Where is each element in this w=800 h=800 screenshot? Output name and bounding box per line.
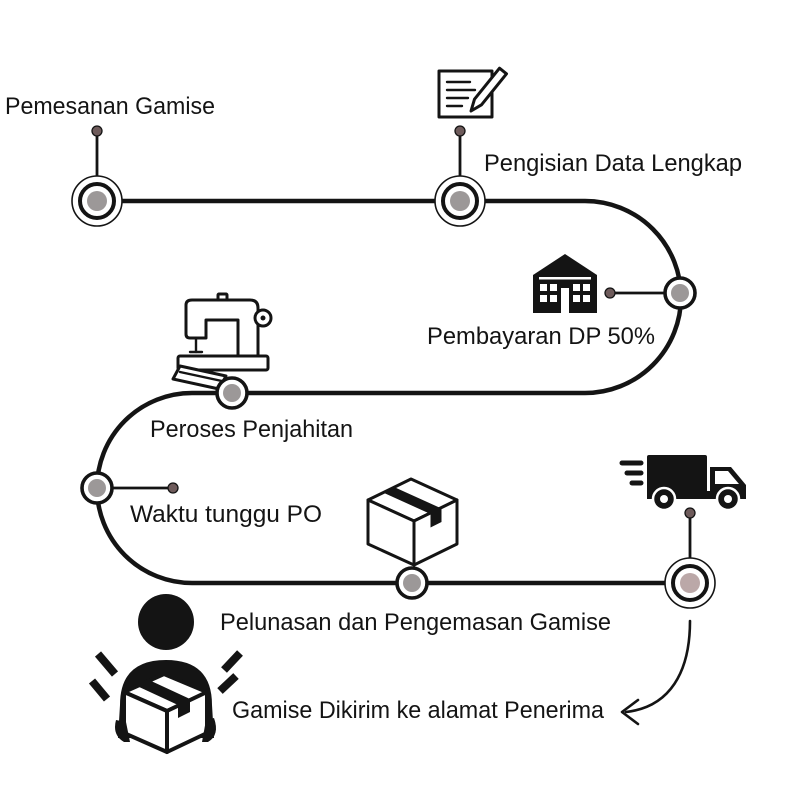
box-right-face [412,498,459,567]
step-label-pembayaran-dp: Pembayaran DP 50% [427,323,655,350]
motion-line [88,678,111,702]
pin-head [454,125,466,137]
step-marker-3 [663,276,697,310]
pin-head [91,125,103,137]
truck-wheel-hub [724,495,732,503]
warehouse-window [540,295,547,302]
motion-line [94,651,119,677]
box-tape-front [430,508,442,528]
box-tape-top [383,487,442,514]
carried-box-tape-front [178,699,190,718]
warehouse-icon [533,254,597,313]
motion-line [217,673,239,694]
sewing-machine-icon [171,292,273,391]
motion-line [221,650,243,673]
step-marker-6 [395,566,429,600]
marker-center [88,479,106,497]
warehouse-window [583,284,590,291]
step-label-pelunasan-pengemasan: Pelunasan dan Pengemasan Gamise [220,609,611,636]
step-pin-5 [112,482,179,494]
sewing-machine-arm [184,298,260,358]
warehouse-body [533,254,597,313]
marker-center [671,284,689,302]
person-right-hand [202,718,216,742]
warehouse-window [550,284,557,291]
warehouse-roof-band [539,277,591,280]
step-marker-1 [71,175,123,227]
marker-center [450,191,470,211]
roadmap-route [94,198,690,586]
warehouse-window [573,284,580,291]
package-box-icon [366,477,459,567]
truck-window [715,471,739,484]
step-label-pengisian-data: Pengisian Data Lengkap [484,150,742,177]
pencil-icon [469,66,508,113]
step-marker-4 [215,376,249,410]
step-label-dikirim: Gamise Dikirim ke alamat Penerima [232,697,605,724]
step-marker-7 [664,557,716,609]
marker-center [680,573,700,593]
sewing-machine-flywheel-hub [260,315,266,321]
person-carrying-box-icon [88,594,243,754]
step-label-pemesanan-gamise: Pemesanan Gamise [5,93,215,120]
warehouse-window [583,295,590,302]
step-label-waktu-tunggu: Waktu tunggu PO [130,501,322,528]
delivery-arrowhead-icon [620,698,640,726]
truck-wheel-hub [660,495,668,503]
delivery-arrow-line [624,619,692,714]
truck-chassis [647,491,746,499]
sewing-machine-base [176,354,270,372]
warehouse-door [561,288,569,313]
truck-cargo [647,455,707,495]
step-pin-3 [604,287,665,299]
step-marker-2 [434,175,486,227]
person-head [138,594,194,650]
marker-center [87,191,107,211]
warehouse-window [540,284,547,291]
document-pencil-icon [437,66,508,119]
pin-head [167,482,179,494]
pin-head [604,287,616,299]
warehouse-window [550,295,557,302]
carried-box-tape [137,680,190,705]
step-label-proses-penjahitan: Peroses Penjahitan [150,416,353,443]
sewing-machine-spool [216,292,229,302]
marker-center [403,574,421,592]
step-marker-5 [80,471,114,505]
delivery-truck-icon [619,455,746,512]
sewing-fabric-stitch [178,370,224,383]
warehouse-window [573,295,580,302]
person-left-hand [115,720,130,742]
pin-head [684,507,696,519]
marker-center [223,384,241,402]
